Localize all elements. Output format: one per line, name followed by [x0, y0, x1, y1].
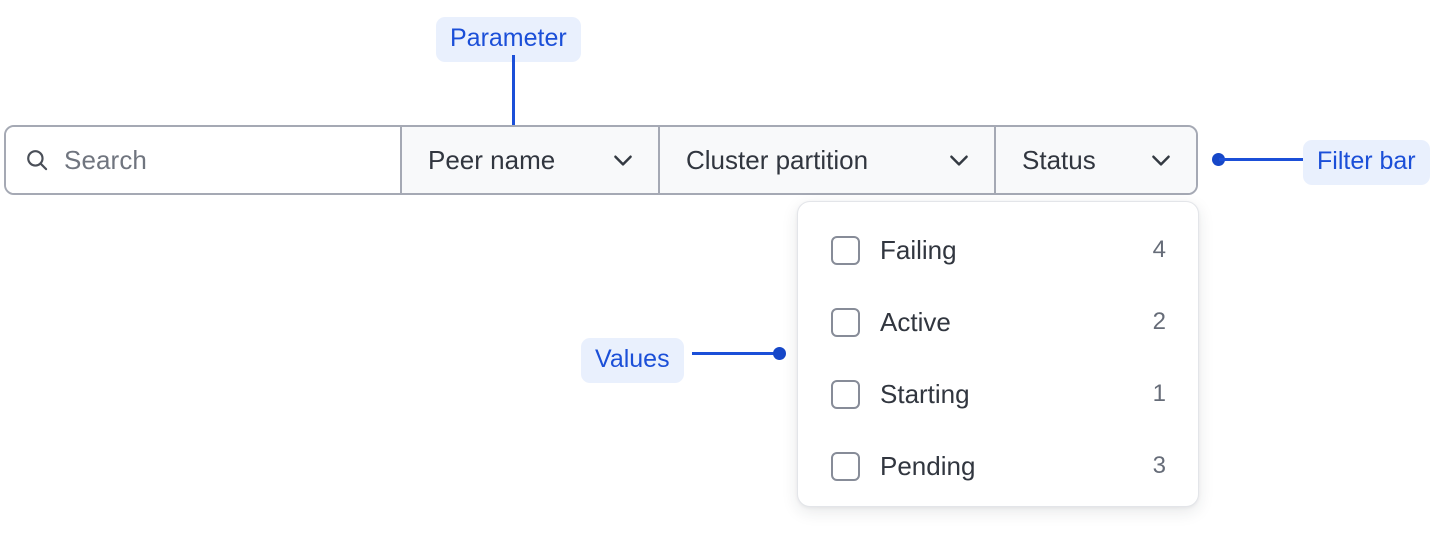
filter-segment-label: Status [1022, 145, 1096, 175]
search-input-placeholder: Search [64, 145, 147, 175]
status-dropdown-panel: Failing 4 Active 2 Starting 1 Pending 3 [797, 201, 1199, 507]
checkbox-active[interactable] [831, 307, 860, 337]
filter-segment-peer-name[interactable]: Peer name [400, 127, 658, 193]
filter-segment-label: Peer name [428, 145, 556, 175]
dropdown-option-label: Active [880, 307, 951, 337]
dropdown-option-label: Pending [880, 451, 976, 481]
chevron-down-icon [1152, 155, 1170, 166]
dropdown-option-count: 3 [1152, 452, 1166, 479]
chevron-down-icon [950, 155, 968, 166]
dropdown-option-count: 4 [1152, 236, 1166, 263]
chevron-down-icon [614, 155, 632, 166]
annotation-anchor-dot-values [773, 347, 786, 360]
filter-segment-status[interactable]: Status [994, 127, 1196, 193]
dropdown-option-active[interactable]: Active 2 [798, 286, 1198, 358]
dropdown-option-label: Starting [880, 379, 970, 409]
annotation-connector-filter-bar [1219, 158, 1303, 161]
annotation-connector-parameter [512, 55, 515, 143]
checkbox-failing[interactable] [831, 235, 860, 265]
dropdown-option-failing[interactable]: Failing 4 [798, 214, 1198, 286]
search-icon [27, 150, 48, 171]
dropdown-option-pending[interactable]: Pending 3 [798, 430, 1198, 502]
annotation-connector-values [692, 352, 777, 355]
annotation-label-filter-bar: Filter bar [1303, 140, 1430, 185]
annotation-anchor-dot-filter-bar [1212, 153, 1225, 166]
checkbox-pending[interactable] [831, 451, 860, 481]
filter-bar: Search Peer name Cluster partition Statu… [4, 125, 1198, 195]
dropdown-option-count: 2 [1152, 308, 1166, 335]
filter-segment-label: Cluster partition [686, 145, 869, 175]
dropdown-option-label: Failing [880, 235, 957, 265]
checkbox-starting[interactable] [831, 379, 860, 409]
filter-segment-cluster-partition[interactable]: Cluster partition [658, 127, 994, 193]
search-field[interactable]: Search [6, 127, 400, 193]
dropdown-option-count: 1 [1152, 380, 1166, 407]
annotation-label-values: Values [581, 338, 684, 383]
annotation-label-parameter: Parameter [436, 17, 581, 62]
dropdown-option-starting[interactable]: Starting 1 [798, 358, 1198, 430]
